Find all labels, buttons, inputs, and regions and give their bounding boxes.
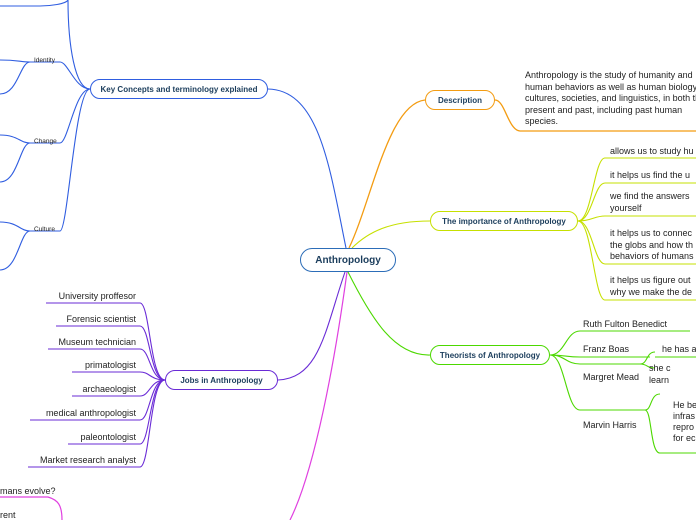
job-item: archaeologist bbox=[82, 384, 136, 394]
importance-item: it helps us to connec the globs and how … bbox=[610, 228, 694, 261]
job-item: paleontologist bbox=[80, 432, 136, 442]
description-topic[interactable]: Description bbox=[425, 90, 495, 110]
job-item: Forensic scientist bbox=[66, 314, 136, 324]
description-text: Anthropology is the study of humanity an… bbox=[525, 70, 696, 126]
theorist-name: Ruth Fulton Benedict bbox=[583, 319, 668, 329]
jobs-topic[interactable]: Jobs in Anthropology bbox=[165, 370, 278, 390]
theorist-detail: he has a bbox=[662, 344, 696, 354]
jobs-connectors bbox=[28, 271, 346, 468]
theorist-name: Marvin Harris bbox=[583, 420, 637, 430]
concept-item: Culture bbox=[34, 226, 55, 233]
job-item: medical anthropologist bbox=[45, 408, 136, 418]
theorists-topic[interactable]: Theorists of Anthropology bbox=[430, 345, 550, 365]
description-connectors bbox=[348, 99, 696, 249]
theorists-connectors bbox=[347, 271, 696, 454]
concepts-topic[interactable]: Key Concepts and terminology explained bbox=[90, 79, 268, 99]
job-item: University proffesor bbox=[58, 291, 136, 301]
importance-connectors bbox=[351, 157, 696, 301]
importance-item: it helps us find the u bbox=[610, 170, 691, 180]
theorist-name: Franz Boas bbox=[583, 344, 630, 354]
theorist-name: Margret Mead bbox=[583, 372, 640, 382]
concepts-connectors bbox=[0, 0, 347, 271]
jobs-topic-label: Jobs in Anthropology bbox=[180, 375, 263, 385]
theorist-detail: He be infras repro for ec bbox=[673, 400, 696, 443]
central-topic[interactable]: Anthropology bbox=[300, 248, 396, 272]
theorist-detail: she c learn bbox=[649, 363, 671, 385]
importance-item: allows us to study hu bbox=[610, 146, 694, 156]
concept-item: Identity bbox=[34, 57, 55, 64]
job-item: Market research analyst bbox=[39, 455, 136, 465]
concepts-topic-label: Key Concepts and terminology explained bbox=[100, 84, 258, 94]
description-topic-label: Description bbox=[437, 95, 482, 105]
central-topic-label: Anthropology bbox=[315, 254, 381, 266]
job-item: Museum technician bbox=[58, 337, 136, 347]
theorists-topic-label: Theorists of Anthropology bbox=[439, 350, 541, 360]
importance-item: it helps us figure out why we make the d… bbox=[610, 275, 693, 297]
importance-item: we find the answers yourself bbox=[610, 191, 690, 213]
concept-item: Change bbox=[34, 138, 57, 145]
importance-topic[interactable]: The importance of Anthropology bbox=[430, 211, 578, 231]
importance-topic-label: The importance of Anthropology bbox=[442, 216, 566, 226]
job-item: primatologist bbox=[84, 360, 136, 370]
bottom-connectors bbox=[0, 271, 348, 520]
bottom-item: mans evolve? bbox=[0, 486, 56, 496]
bottom-item: rent bbox=[0, 510, 16, 520]
